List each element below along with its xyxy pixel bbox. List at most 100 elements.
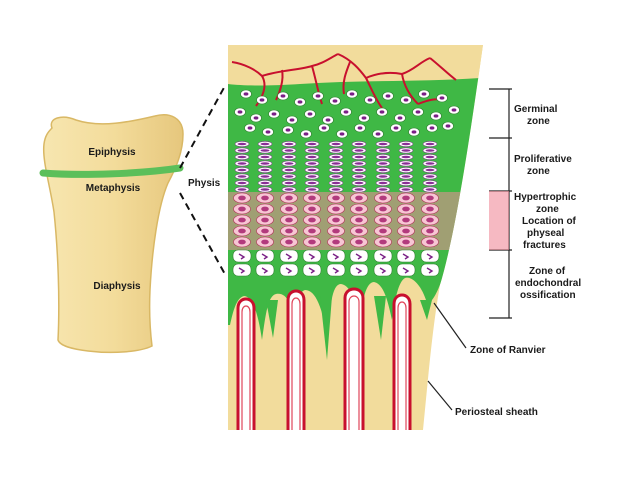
vascular-loop: [236, 297, 256, 430]
germinal-nucleus: [265, 130, 271, 134]
proliferative-nucleus: [331, 142, 341, 146]
degenerating-nucleus: [379, 253, 387, 260]
degenerating-nucleus: [332, 253, 340, 260]
hypertrophic-nucleus: [238, 195, 246, 201]
hypertrophic-nucleus: [426, 239, 434, 245]
germinal-nucleus: [325, 118, 331, 122]
physis-line: [39, 164, 184, 178]
vascular-loop: [286, 289, 306, 430]
magnified-physis: [228, 45, 483, 430]
proliferative-nucleus: [237, 168, 247, 172]
degenerating-nucleus: [308, 253, 316, 260]
label-diaphysis: Diaphysis: [93, 281, 141, 292]
proliferative-nucleus: [307, 162, 317, 165]
proliferative-zone-label: Proliferative zone: [514, 154, 572, 177]
degenerating-nucleus: [261, 253, 269, 260]
proliferative-nucleus: [284, 155, 294, 159]
proliferative-nucleus: [307, 142, 317, 146]
hypertrophic-nucleus: [402, 239, 410, 245]
proliferative-nucleus: [307, 188, 317, 191]
hypertrophic-nucleus: [379, 206, 387, 212]
proliferative-nucleus: [307, 155, 317, 159]
degenerating-nucleus: [426, 267, 434, 274]
degenerating-nucleus: [426, 253, 434, 260]
germinal-nucleus: [451, 108, 457, 112]
proliferative-nucleus: [260, 181, 270, 185]
vascular-loop: [343, 287, 365, 430]
germinal-nucleus: [411, 130, 417, 134]
svg-text:endochondral: endochondral: [515, 278, 581, 289]
zoom-line-bottom: [179, 192, 227, 277]
germinal-nucleus: [339, 132, 345, 136]
proliferative-nucleus: [307, 149, 317, 152]
svg-text:Location of: Location of: [522, 216, 577, 227]
degenerating-nucleus: [379, 267, 387, 274]
svg-text:Zone of: Zone of: [529, 266, 566, 277]
germinal-nucleus: [303, 132, 309, 136]
germinal-nucleus: [343, 110, 349, 114]
germinal-nucleus: [379, 110, 385, 114]
proliferative-nucleus: [260, 162, 270, 165]
svg-text:zone: zone: [527, 116, 550, 127]
proliferative-nucleus: [307, 168, 317, 172]
proliferative-nucleus: [354, 162, 364, 165]
hypertrophic-nucleus: [261, 217, 269, 223]
hypertrophic-nucleus: [355, 228, 363, 234]
proliferative-nucleus: [378, 162, 388, 165]
germinal-nucleus: [280, 94, 286, 98]
vascular-loop: [392, 293, 412, 430]
proliferative-nucleus: [378, 142, 388, 146]
proliferative-nucleus: [354, 142, 364, 146]
germinal-nucleus: [375, 132, 381, 136]
hypertrophic-nucleus: [238, 217, 246, 223]
proliferative-nucleus: [331, 149, 341, 152]
proliferative-nucleus: [401, 142, 411, 146]
proliferative-nucleus: [307, 175, 317, 178]
germinal-nucleus: [393, 126, 399, 130]
proliferative-nucleus: [425, 168, 435, 172]
germinal-nucleus: [332, 99, 338, 103]
proliferative-nucleus: [378, 175, 388, 178]
hypertrophic-nucleus: [285, 239, 293, 245]
hypertrophic-nucleus: [308, 195, 316, 201]
label-metaphysis: Metaphysis: [86, 183, 141, 194]
degenerating-nucleus: [261, 267, 269, 274]
proliferative-nucleus: [401, 181, 411, 185]
proliferative-nucleus: [425, 149, 435, 152]
proliferative-nucleus: [401, 175, 411, 178]
germinal-nucleus: [357, 126, 363, 130]
germinal-nucleus: [349, 92, 355, 96]
proliferative-nucleus: [425, 155, 435, 159]
germinal-nucleus: [315, 94, 321, 98]
proliferative-nucleus: [401, 162, 411, 165]
hypertrophic-nucleus: [238, 228, 246, 234]
hypertrophic-nucleus: [285, 206, 293, 212]
trabecula-spike: [374, 296, 386, 340]
proliferative-nucleus: [354, 175, 364, 178]
germinal-nucleus: [237, 110, 243, 114]
hypertrophic-nucleus: [332, 228, 340, 234]
degenerating-nucleus: [355, 267, 363, 274]
proliferative-nucleus: [260, 149, 270, 152]
hypertrophic-nucleus: [379, 195, 387, 201]
hypertrophic-nucleus: [238, 206, 246, 212]
proliferative-nucleus: [425, 181, 435, 185]
svg-text:zone: zone: [536, 204, 559, 215]
degenerating-nucleus: [308, 267, 316, 274]
trabecula-spike: [320, 296, 332, 360]
label-periosteal-sheath: Periosteal sheath: [455, 407, 538, 418]
hypertrophic-nucleus: [355, 217, 363, 223]
vascular-loop-inner: [397, 301, 407, 430]
hypertrophic-nucleus: [308, 217, 316, 223]
hypertrophic-nucleus: [261, 239, 269, 245]
proliferative-nucleus: [354, 149, 364, 152]
proliferative-nucleus: [237, 155, 247, 159]
germinal-nucleus: [433, 114, 439, 118]
germinal-nucleus: [429, 126, 435, 130]
proliferative-nucleus: [284, 181, 294, 185]
svg-text:Hypertrophic: Hypertrophic: [514, 192, 577, 203]
hypertrophic-nucleus: [379, 228, 387, 234]
hypertrophic-nucleus: [285, 217, 293, 223]
vascular-loop-inner: [291, 297, 301, 430]
hypertrophic-nucleus: [332, 195, 340, 201]
